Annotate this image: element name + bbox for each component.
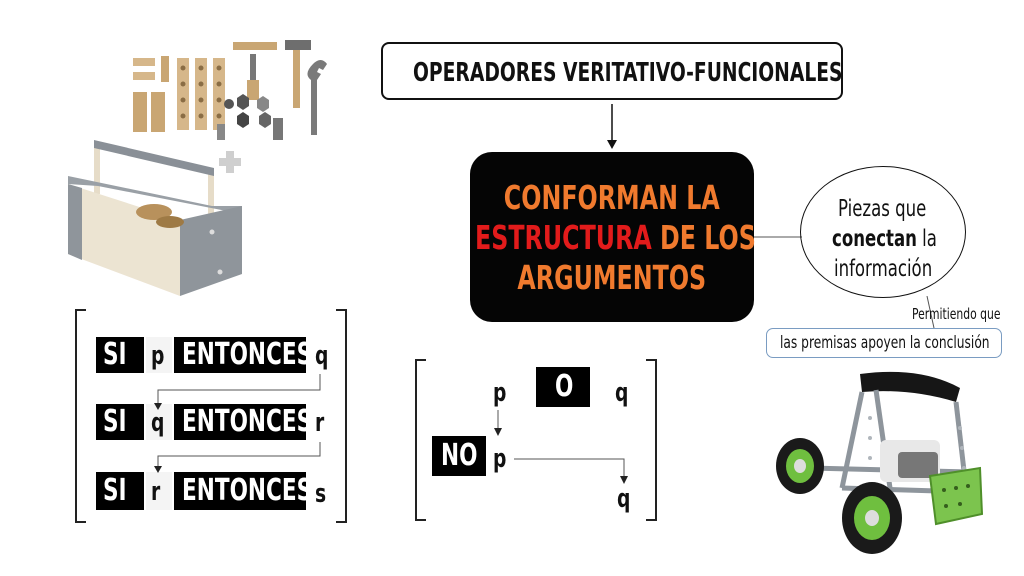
premisas-label: las premisas apoyen la conclusión: [780, 333, 990, 353]
antecedent-1: p: [151, 341, 165, 371]
chain-arrows: [154, 374, 321, 473]
arrow-down-icon: [607, 104, 617, 149]
si-box-3: [96, 472, 144, 510]
tool-kit-image: [133, 40, 327, 140]
disj-q2: q: [617, 484, 631, 514]
entonces-label-1: ENTONCES: [182, 337, 313, 372]
title-box: [381, 42, 843, 100]
conditional-brackets: [75, 309, 347, 523]
entonces-box-2: [174, 404, 306, 440]
disj-p: p: [493, 378, 507, 408]
consequent-3: s: [315, 479, 327, 509]
disj-arrows: [494, 410, 628, 484]
main-concept-box: [470, 152, 754, 322]
permitiendo-label: Permitiendo que: [912, 305, 1001, 323]
antecedent-2: q: [151, 408, 165, 438]
si-box-1: [96, 337, 144, 373]
toolbox-image: [68, 140, 242, 296]
connector-line: [754, 236, 802, 238]
robot-car-image: [776, 371, 984, 554]
si-label-3: SI: [103, 473, 127, 508]
antecedent-3: r: [151, 477, 161, 507]
main-line-2: ESTRUCTURA DE LOS: [475, 218, 756, 257]
var-bg-1: [146, 337, 172, 373]
entonces-box-1: [174, 337, 306, 373]
disjunction-brackets: [415, 359, 657, 521]
no-label: NO: [441, 438, 478, 473]
page-title: OPERADORES VERITATIVO-FUNCIONALES: [413, 58, 843, 88]
si-label-1: SI: [103, 337, 127, 372]
o-box: [536, 367, 590, 407]
bubble-line-2: conectan la: [832, 226, 937, 252]
info-bubble: [800, 166, 966, 298]
main-line-3: ARGUMENTOS: [517, 258, 707, 297]
var-bg-2: [146, 404, 172, 440]
entonces-box-3: [174, 472, 306, 510]
disj-q: q: [615, 378, 629, 408]
entonces-label-3: ENTONCES: [182, 473, 313, 508]
si-label-2: SI: [103, 404, 127, 439]
consequent-1: q: [315, 341, 329, 371]
o-label: O: [555, 369, 574, 404]
no-box: [432, 436, 486, 476]
bubble-line-3: información: [834, 256, 933, 282]
premisas-box: [766, 328, 1002, 358]
entonces-label-2: ENTONCES: [182, 404, 313, 439]
var-bg-3: [146, 472, 172, 510]
bubble-line-1: Piezas que: [838, 196, 927, 222]
consequent-2: r: [315, 408, 325, 438]
plus-icon: [219, 151, 241, 173]
disj-p2: p: [493, 444, 507, 474]
si-box-2: [96, 404, 144, 440]
main-line-1: CONFORMAN LA: [503, 178, 720, 217]
bubble-tail: [926, 296, 935, 329]
